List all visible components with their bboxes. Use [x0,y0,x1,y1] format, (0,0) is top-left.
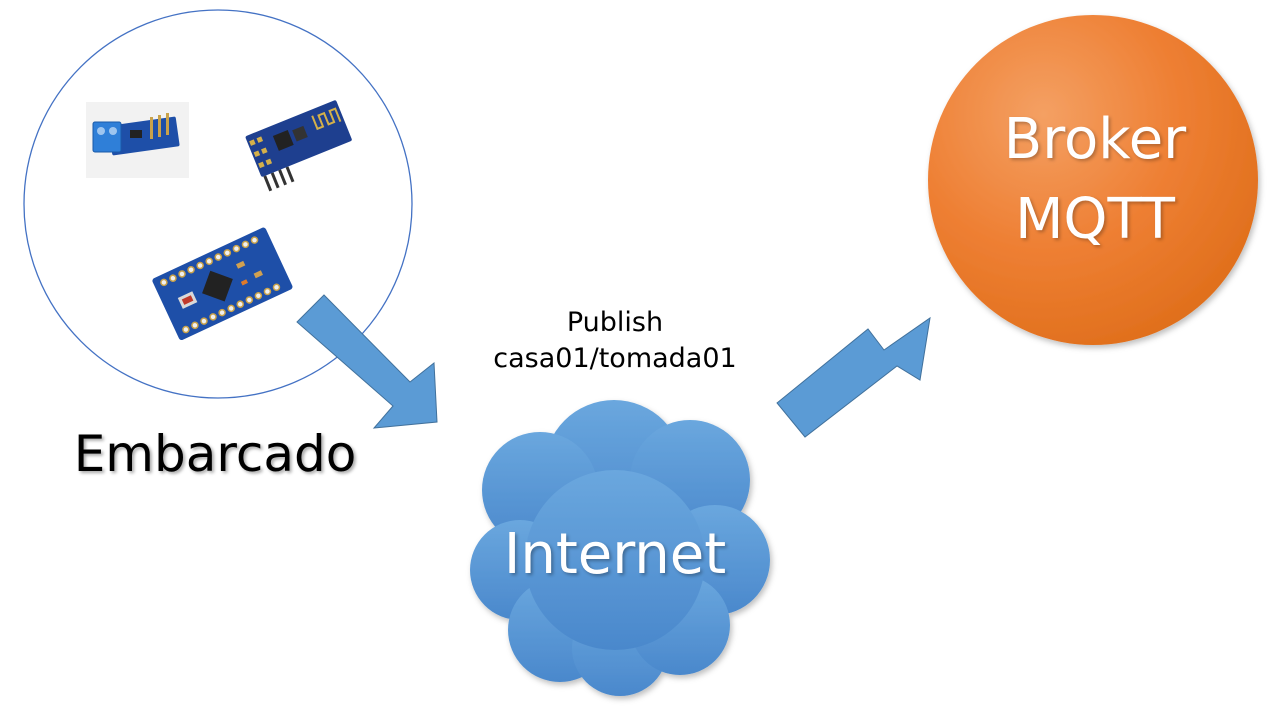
embedded-label: Embarcado [73,425,357,483]
publish-action-label: Publish [566,307,664,338]
publish-topic-label: casa01/tomada01 [493,343,737,374]
arrow-to-internet [296,294,438,429]
arduino-pro-mini-board-icon [152,227,293,341]
broker-circle [928,15,1258,345]
internet-label: Internet [503,522,727,587]
publish-annotation: Publish casa01/tomada01 [430,305,800,377]
broker-line1: Broker [1003,107,1187,172]
internet-cloud [470,400,770,696]
arrow-to-broker [776,316,931,438]
current-sensor-module-icon [86,102,189,178]
broker-line2: MQTT [1015,187,1175,252]
esp8266-wifi-module-icon [245,100,352,192]
broker-label: Broker MQTT [930,100,1260,260]
